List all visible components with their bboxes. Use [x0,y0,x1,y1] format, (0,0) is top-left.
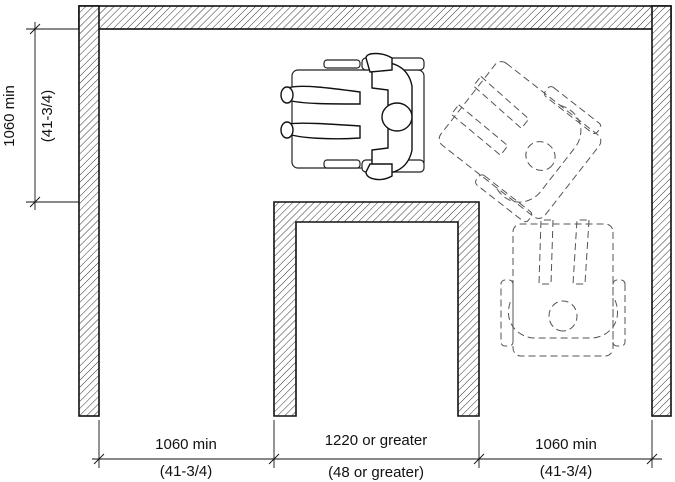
left-width-imperial: (41-3/4) [160,463,213,480]
center-width-imperial: (48 or greater) [328,464,424,481]
center-wall [273,201,480,417]
vertical-dimension [26,22,79,210]
vertical-depth-imperial: (41-3/4) [39,90,56,143]
left-wall [78,5,100,417]
right-width-imperial: (41-3/4) [540,463,593,480]
wheelchair-ghost-vertical [500,219,626,357]
horizontal-dimension [92,420,662,468]
right-wall [651,5,672,417]
center-width-metric: 1220 or greater [325,432,428,449]
right-width-metric: 1060 min [535,436,597,453]
vertical-depth-metric: 1060 min [1,85,18,147]
left-width-metric: 1060 min [155,436,217,453]
walls [78,5,672,417]
wheelchair-solid [280,52,425,181]
top-wall [78,5,672,30]
